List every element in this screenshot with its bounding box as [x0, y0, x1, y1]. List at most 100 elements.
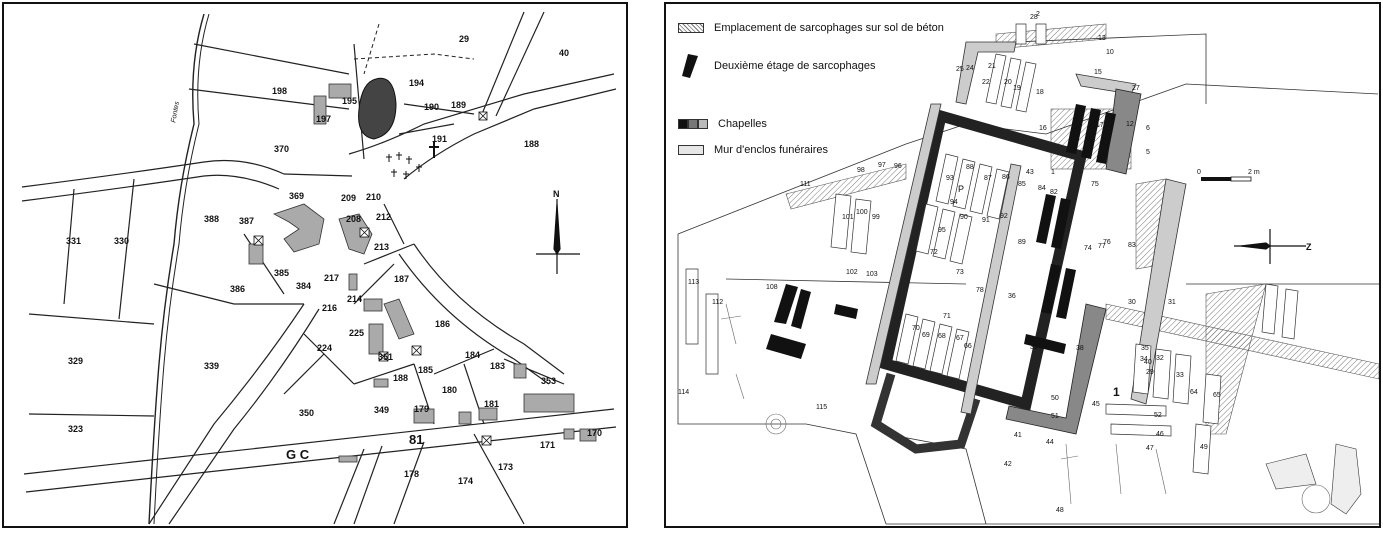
sarcophagus-number: 103: [866, 271, 878, 278]
parcel-number: 181: [484, 399, 499, 409]
sarcophagus-number: 13: [1098, 35, 1106, 42]
parcel-number: 212: [376, 212, 391, 222]
sarcophagus-number: 73: [956, 269, 964, 276]
sarcophagus-number: 45: [1092, 401, 1100, 408]
parcel-number: 350: [299, 408, 314, 418]
sarcophagus-number: 115: [816, 404, 827, 411]
sarcophagus-number: 47: [1146, 445, 1154, 452]
sarcophagus-number: 40: [1144, 359, 1152, 366]
sarcophagus-number: 19: [1013, 85, 1021, 92]
sarcophagus-number: 69: [922, 332, 930, 339]
sarcophagus-number: 16: [1039, 125, 1047, 132]
sarcophagus-number: 66: [964, 343, 972, 350]
parcel-number: 224: [317, 343, 332, 353]
sarcophagus-number: 78: [976, 287, 984, 294]
sarcophagus-number: 101: [842, 214, 854, 221]
parcel-number: 210: [366, 192, 381, 202]
sarcophagus-number: 94: [950, 199, 958, 206]
sarcophagus-number: 92: [1000, 213, 1008, 220]
parcel-number: 173: [498, 462, 513, 472]
parcel-number: 217: [324, 273, 339, 283]
sarcophagus-number: 39: [1030, 344, 1038, 351]
legend-item: Deuxième étage de sarcophages: [678, 52, 875, 80]
parcel-number: 29: [459, 34, 469, 44]
sarcophagus-number: 35: [1141, 345, 1149, 352]
sarcophagus-number: 88: [966, 164, 974, 171]
parcel-number: 194: [409, 78, 424, 88]
sarcophagus-number: 17: [1096, 122, 1104, 129]
light-swatch-icon: [678, 145, 704, 155]
parcel-number: 349: [374, 405, 389, 415]
legend-label: Emplacement de sarcophages sur sol de bé…: [714, 22, 944, 34]
sarcophagus-number: 48: [1056, 507, 1064, 514]
sarcophagus-number: 65: [1213, 392, 1221, 399]
parcel-number: 208: [346, 214, 361, 224]
second-storey-sarcophagi: [766, 104, 1116, 359]
parcel-number: 329: [68, 356, 83, 366]
sarcophagus-number: 87: [984, 175, 992, 182]
parcel-number: 186: [435, 319, 450, 329]
parcel-number: 183: [490, 361, 505, 371]
sarcophagus-number: 68: [938, 333, 946, 340]
sarcophagus-number: 33: [1176, 372, 1184, 379]
parcel-number: 339: [204, 361, 219, 371]
parcel-number: 188: [393, 373, 408, 383]
sarcophagus-number: 99: [872, 214, 880, 221]
sarcophagus-number: 1: [1051, 169, 1055, 176]
sarcophagus-number: 43: [1026, 169, 1034, 176]
legend-label: Chapelles: [718, 118, 767, 130]
sarcophagus-number: 86: [1002, 174, 1010, 181]
sarcophagus-number: 96: [894, 163, 902, 170]
sarcophagus-number: 30: [1128, 299, 1136, 306]
sarcophagus-number: 27: [1132, 85, 1140, 92]
north-arrow-icon: [536, 199, 580, 274]
sarcophagus-number: 15: [1094, 69, 1102, 76]
parcel-number: 388: [204, 214, 219, 224]
sarcophagus-number: 10: [1106, 49, 1114, 56]
sarcophagus-number: 102: [846, 269, 858, 276]
parcel-number: 170: [587, 428, 602, 438]
road-label: G C: [286, 447, 310, 462]
hatched-swatch-icon: [678, 23, 704, 33]
parcel-number: 330: [114, 236, 129, 246]
compass-marker: Z: [1306, 242, 1312, 252]
sarcophagus-number: 89: [1018, 239, 1026, 246]
sarcophagus-number: 24: [966, 65, 974, 72]
sarcophagus-number: 44: [1046, 439, 1054, 446]
black-bar-icon: [682, 54, 698, 78]
sarcophagus-number: 50: [1051, 395, 1059, 402]
parcel-number: 187: [394, 274, 409, 284]
parcel-number: 40: [559, 48, 569, 58]
sarcophagus-number: 51: [1051, 413, 1059, 420]
sarcophagus-number: 28: [1030, 14, 1038, 21]
parcel-number: 171: [540, 440, 555, 450]
parcel-number: 174: [458, 476, 473, 486]
sarcophagus-number: 100: [856, 209, 868, 216]
sarcophagus-number: 34: [1140, 356, 1148, 363]
sarcophagus-number: 76: [1103, 239, 1111, 246]
sarcophagus-number: 5: [1146, 149, 1150, 156]
parcel-number: 180: [442, 385, 457, 395]
parcel-number: 185: [418, 365, 433, 375]
parcel-number: 384: [296, 281, 311, 291]
scale-zero: 0: [1197, 169, 1201, 176]
parcel-number: 385: [274, 268, 289, 278]
sarcophagus-number: 2: [1036, 11, 1040, 18]
parcel-number: 214: [347, 294, 362, 304]
sarcophagus-number: 21: [988, 63, 996, 70]
church-walls: [879, 109, 1088, 411]
sarcophagus-number: 77: [1098, 243, 1106, 250]
parcel-number: 353: [541, 376, 556, 386]
sarcophagus-number: 90: [960, 214, 968, 221]
sarcophagus-number: 112: [712, 299, 723, 306]
sarcophagus-number: 71: [943, 313, 951, 320]
sarcophagus-number: 29: [1146, 369, 1154, 376]
legend-item: Mur d'enclos funéraires: [678, 140, 828, 160]
sarcophagus-number: 67: [956, 335, 964, 342]
parcel-number: 216: [322, 303, 337, 313]
sarcophagus-number: 93: [946, 175, 954, 182]
sarcophagus-number: 25: [956, 66, 964, 73]
parcel-number: 331: [66, 236, 81, 246]
